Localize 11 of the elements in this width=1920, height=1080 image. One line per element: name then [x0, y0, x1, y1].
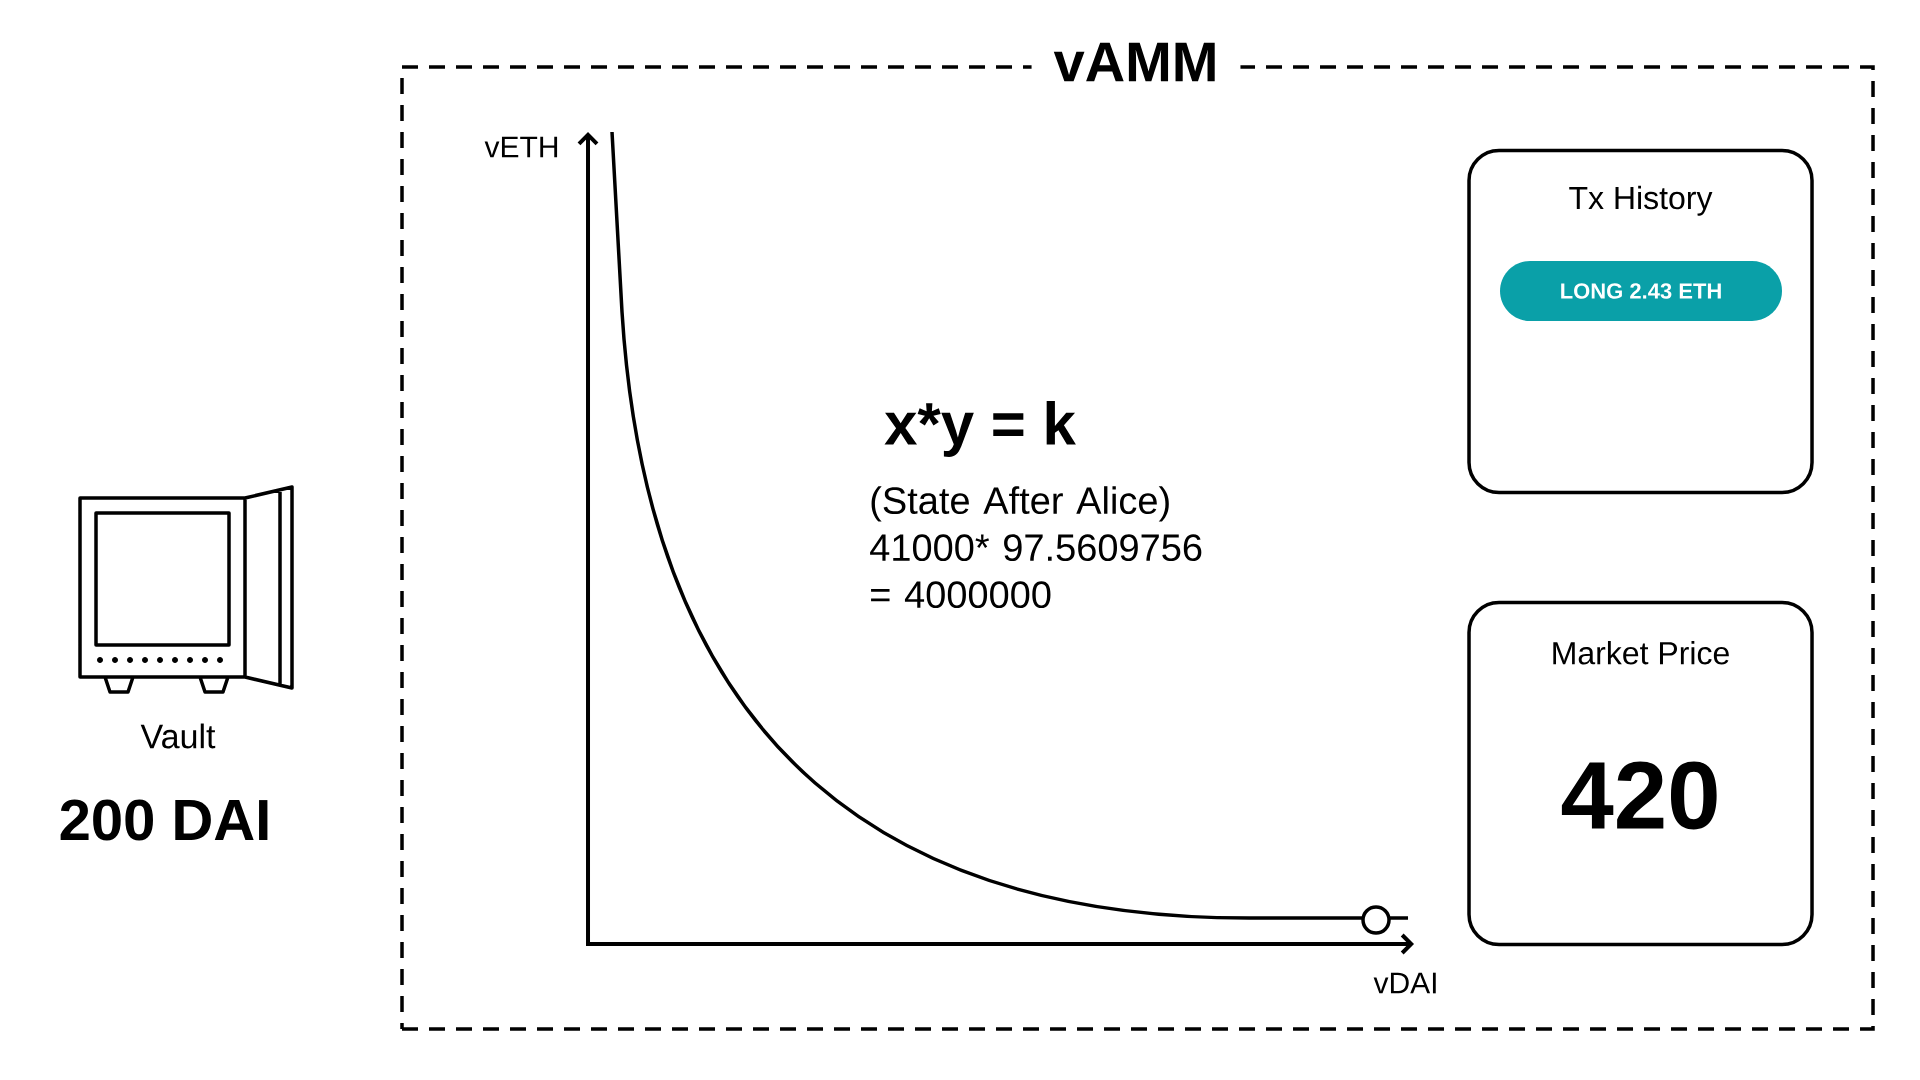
formula: x*y = k — [884, 401, 1076, 457]
axis-label: vDAI — [1373, 972, 1436, 994]
axis-label: vETH — [484, 136, 558, 158]
panel-title: Market Price — [1553, 641, 1729, 665]
title: vAMM — [1031, 39, 1241, 85]
price-value: 420 — [1561, 761, 1717, 830]
vault-balance: 200 DAI — [60, 799, 268, 841]
vault-label: Vault — [140, 723, 216, 749]
state-text: (State After Alice) 41000* 97.5609756 = 4000000 — [870, 486, 1202, 609]
history-pill: LONG 2.43 ETH — [1500, 261, 1782, 321]
panel-title: Tx History — [1569, 185, 1713, 216]
